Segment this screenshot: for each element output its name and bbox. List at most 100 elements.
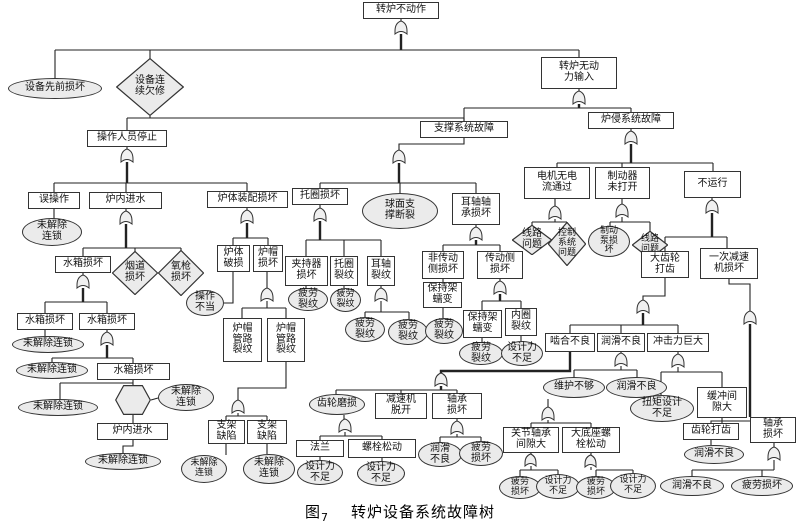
torque-design-insufficient: 扭矩设计 不足 (630, 395, 694, 422)
or-gate-icon (767, 446, 781, 462)
or-gate-icon (624, 130, 638, 146)
water-tank-damage-1: 水箱损坏 (55, 256, 111, 273)
poor-lubrication-2: 润滑 不良 (418, 442, 462, 467)
improper-operation: 操作 不当 (186, 290, 224, 316)
fatigue-crack-3: 疲劳 裂纹 (345, 317, 385, 342)
or-gate-icon (705, 199, 719, 215)
fatigue-damage-4: 疲劳损坏 (731, 476, 793, 496)
line-problem-1: 线路 问题 (512, 225, 552, 255)
oxygen-lance-damage: 氧枪 损坏 (158, 250, 204, 296)
or-gate-icon (584, 454, 597, 469)
figure-label: 图 (304, 503, 321, 521)
trunnion-crack: 耳轴 裂纹 (367, 256, 395, 286)
buffer-gap-large: 缓冲间 隙大 (697, 387, 747, 418)
cage-creep-1: 保持架 蠕变 (423, 282, 462, 308)
insufficient-maintenance: 维护不够 (543, 377, 605, 398)
or-gate-icon (392, 149, 406, 165)
furnace-cap-damage: 炉帽 损坏 (253, 245, 283, 272)
motor-no-current: 电机无电 流通过 (524, 167, 590, 199)
converter-no-action: 转炉不动作 (363, 2, 439, 19)
figure-number: 7 (321, 511, 329, 524)
or-gate-icon (240, 209, 254, 225)
design-force-insufficient-3: 设计力 不足 (357, 461, 405, 486)
trunnion-ring-damage: 托圈损坏 (292, 188, 348, 205)
water-into-furnace: 炉内进水 (89, 192, 162, 209)
fatigue-crack-2: 疲劳 裂纹 (330, 288, 361, 312)
operator-stop: 操作人员停止 (87, 130, 167, 147)
or-gate-icon (260, 287, 274, 303)
interlock-not-released-6: 未解除连锁 (85, 453, 161, 470)
converter-no-power-input: 转炉无动 力输入 (541, 57, 617, 89)
brake-pump-damage: 制动 泵损 坏 (588, 226, 630, 257)
or-gate-icon (469, 226, 483, 242)
base-bolt-loosening: 大底座螺 栓松动 (562, 427, 620, 453)
brake-not-open: 制动器 未打开 (595, 167, 650, 199)
primary-reducer-damage: 一次减速 机损坏 (700, 248, 758, 279)
bearing-damage-right: 轴承 损坏 (750, 417, 796, 443)
connector-line (237, 362, 287, 400)
ring-crack: 托圈 裂纹 (330, 256, 358, 286)
or-gate-icon (119, 210, 133, 226)
interlock-not-released-7: 未解除 连锁 (181, 455, 227, 483)
connector-line (398, 138, 465, 150)
or-gate-icon (743, 310, 757, 326)
furnace-body-damage: 炉体 破损 (217, 245, 250, 272)
huge-impact-force: 冲击力巨大 (647, 333, 709, 352)
interlock-not-released-5: 未解除 连锁 (158, 384, 214, 411)
or-gate-icon (100, 331, 114, 347)
joint-bearing-gap-large: 关节轴承 间隙大 (503, 427, 559, 453)
or-gate-icon (671, 353, 685, 369)
flue-damage: 烟道 损坏 (112, 251, 158, 295)
connector-line (642, 278, 666, 300)
connector-line (122, 440, 134, 453)
or-gate-icon (572, 90, 586, 106)
inner-ring-crack: 内圈 裂纹 (505, 308, 537, 336)
bolt-loosening: 螺栓松动 (348, 439, 416, 458)
gear-wear: 齿轮磨损 (309, 394, 365, 415)
figure-title: 转炉设备系统故障树 (351, 503, 496, 521)
fatigue-damage-1: 疲劳 损坏 (459, 441, 503, 466)
interlock-not-released-2: 未解除连锁 (12, 336, 84, 353)
fatigue-crack-4: 疲劳 裂纹 (388, 319, 428, 345)
design-force-insufficient-4: 设计力 不足 (536, 474, 580, 499)
control-system-problem: 控制 系统 问题 (548, 222, 586, 266)
poor-lubrication-3: 润滑不良 (684, 445, 744, 464)
flange: 法兰 (296, 440, 344, 457)
non-drive-side-damage: 非传动 侧损坏 (422, 251, 464, 279)
bracket-defect-1: 支架 缺陷 (208, 420, 245, 444)
or-gate-icon (636, 299, 650, 315)
water-tank-damage-3: 水箱损坏 (79, 313, 135, 330)
reducer-detached: 减速机 脱开 (375, 393, 427, 419)
poor-lubrication-4: 润滑不良 (660, 476, 724, 496)
connector-line (728, 279, 751, 311)
poor-meshing: 啮合不良 (545, 333, 595, 352)
or-gate-icon (394, 20, 408, 36)
tilting-system-fault: 炉侵系统故障 (588, 112, 674, 129)
or-gate-icon (541, 406, 555, 422)
equipment-prior-damage: 设备先前损坏 (8, 78, 102, 99)
or-gate-icon (338, 418, 352, 434)
transfer-hexagon (115, 385, 151, 415)
water-tank-damage-2: 水箱损坏 (17, 313, 73, 330)
trunnion-bearing-damage: 耳轴轴 承损坏 (452, 193, 500, 225)
or-gate-icon (374, 287, 388, 303)
or-gate-icon (450, 420, 464, 436)
or-gate-icon (231, 399, 245, 415)
gear-tooth-strike-2: 齿轮打齿 (683, 423, 739, 440)
or-gate-icon (524, 453, 537, 468)
clamp-damage: 夹持器 损坏 (285, 256, 328, 286)
poor-lubrication-box: 润滑不良 (597, 333, 645, 352)
spherical-support-break: 球面支 撑断裂 (362, 193, 438, 229)
cap-pipe-crack-1: 炉帽 管路 裂纹 (223, 318, 262, 362)
fatigue-crack-1: 疲劳 裂纹 (288, 288, 328, 311)
or-gate-icon (120, 148, 134, 164)
interlock-not-released-4: 未解除连锁 (18, 399, 98, 416)
water-into-furnace-2: 炉内进水 (97, 423, 168, 440)
misoperation: 误操作 (28, 192, 80, 209)
poor-lubrication-1: 润滑不良 (606, 377, 667, 398)
equipment-continuous-undermaintained: 设备连 续欠修 (116, 58, 184, 116)
figure-caption: 图7 转炉设备系统故障树 (0, 501, 800, 524)
fatigue-damage-2: 疲劳 损坏 (499, 476, 541, 499)
